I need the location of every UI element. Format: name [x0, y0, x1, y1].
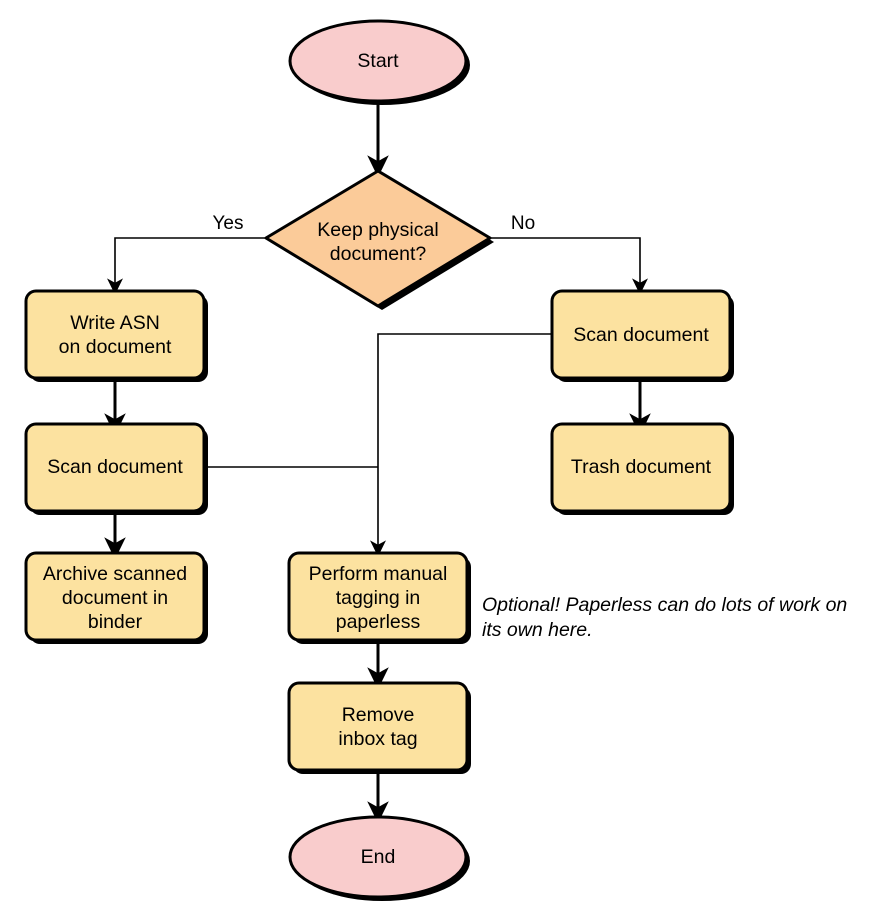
node-end-label: End [361, 846, 396, 868]
node-tagging-label-line2: tagging in [336, 587, 421, 609]
node-decision-keep-physical-document[interactable]: Keep physical document? [264, 169, 494, 310]
annotation-line-2: its own here. [482, 619, 593, 641]
node-archive-label-line3: binder [88, 611, 143, 633]
node-start[interactable]: Start [288, 19, 470, 105]
node-scan-document-right[interactable]: Scan document [550, 289, 734, 382]
branch-label-no: No [511, 213, 535, 234]
node-scan-left-shape [24, 422, 206, 513]
annotation-line-1: Optional! Paperless can do lots of work … [482, 594, 847, 616]
connector-decision-yes-to-write-asn [107, 237, 265, 295]
node-tagging-label-line1: Perform manual [309, 563, 448, 585]
node-end[interactable]: End [288, 815, 470, 901]
node-start-label: Start [357, 50, 399, 72]
node-decision-label-line2: document? [330, 243, 427, 265]
node-trash-document[interactable]: Trash document [550, 422, 734, 515]
node-scan-right-label: Scan document [573, 324, 709, 346]
node-perform-manual-tagging[interactable]: Perform manual tagging in paperless [287, 551, 471, 644]
connector-scan-right-to-tagging [370, 333, 552, 557]
node-write-asn-shape [24, 289, 206, 380]
node-write-asn-on-document[interactable]: Write ASN on document [24, 289, 208, 382]
node-remove-inbox-tag[interactable]: Remove inbox tag [287, 681, 471, 774]
node-trash-shape [550, 422, 732, 513]
connector-decision-no-to-scan-right [490, 237, 648, 295]
node-tagging-shape [287, 551, 469, 642]
node-archive-scanned-document[interactable]: Archive scanned document in binder [24, 551, 208, 644]
node-tagging-label-line3: paperless [336, 611, 421, 633]
node-scan-right-shape [550, 289, 732, 380]
node-trash-label: Trash document [571, 456, 712, 478]
node-decision-shape [264, 169, 492, 308]
node-remove-inbox-shape [287, 681, 469, 772]
node-archive-shape [24, 551, 206, 642]
node-archive-label-line2: document in [62, 587, 168, 609]
node-archive-label-line1: Archive scanned [43, 563, 187, 585]
node-scan-document-left[interactable]: Scan document [24, 422, 208, 515]
node-start-shape [288, 19, 468, 103]
node-remove-inbox-label-line1: Remove [342, 704, 415, 726]
node-write-asn-label-line1: Write ASN [70, 312, 160, 334]
node-write-asn-label-line2: on document [59, 336, 172, 358]
annotation-optional-note: Optional! Paperless can do lots of work … [482, 594, 847, 641]
node-end-shape [288, 815, 468, 899]
branch-label-yes: Yes [213, 213, 244, 234]
node-scan-left-label: Scan document [47, 456, 183, 478]
node-remove-inbox-label-line2: inbox tag [338, 728, 417, 750]
node-decision-label-line1: Keep physical [317, 219, 438, 241]
